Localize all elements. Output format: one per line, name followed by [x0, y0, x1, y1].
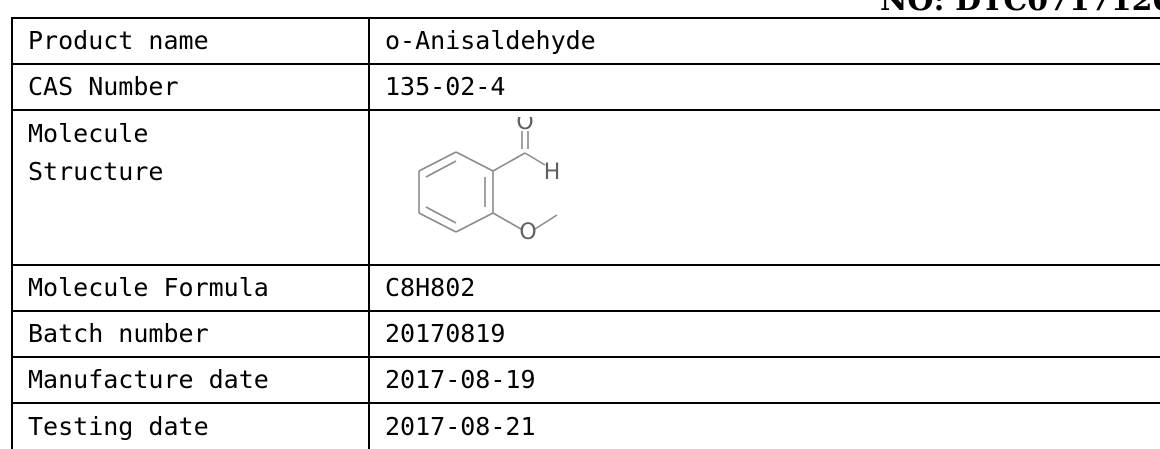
- table-row: Molecule Structure: [11, 109, 1160, 266]
- atom-label: O: [519, 220, 536, 245]
- row-value-manufacture-date: 2017-08-19: [368, 356, 1160, 404]
- benzene-ring: [418, 150, 494, 233]
- table-row: Batch number 20170819: [11, 310, 1160, 358]
- molecule-structure-diagram: O H O: [418, 117, 561, 245]
- table-row: Product name o-Anisaldehyde: [11, 17, 1160, 65]
- row-label-molecule-structure: Molecule Structure: [11, 109, 370, 266]
- table-row: Manufacture date 2017-08-19: [11, 356, 1160, 404]
- row-value-testing-date: 2017-08-21: [368, 402, 1160, 449]
- atom-label: H: [544, 160, 561, 185]
- document-number: NO: DTC07171201: [880, 0, 1160, 18]
- row-label-manufacture-date: Manufacture date: [11, 356, 370, 404]
- aldehyde-group: [492, 130, 546, 172]
- row-label-product-name: Product name: [11, 17, 370, 65]
- row-label-testing-date: Testing date: [11, 402, 370, 449]
- row-value-batch-number: 20170819: [368, 310, 1160, 358]
- row-value-cas-number: 135-02-4: [368, 63, 1160, 111]
- row-label-molecule-formula: Molecule Formula: [11, 264, 370, 312]
- atom-label: O: [516, 117, 533, 135]
- table-row: CAS Number 135-02-4: [11, 63, 1160, 111]
- table-row: Testing date 2017-08-21: [11, 402, 1160, 449]
- methoxy-group: [492, 211, 558, 230]
- table-row: Molecule Formula C8H802: [11, 264, 1160, 312]
- product-spec-table: Product name o-Anisaldehyde CAS Number 1…: [11, 17, 1160, 449]
- row-label-cas-number: CAS Number: [11, 63, 370, 111]
- row-label-batch-number: Batch number: [11, 310, 370, 358]
- row-value-molecule-formula: C8H802: [368, 264, 1160, 312]
- row-value-product-name: o-Anisaldehyde: [368, 17, 1160, 65]
- row-value-molecule-structure: O H O: [368, 109, 1160, 266]
